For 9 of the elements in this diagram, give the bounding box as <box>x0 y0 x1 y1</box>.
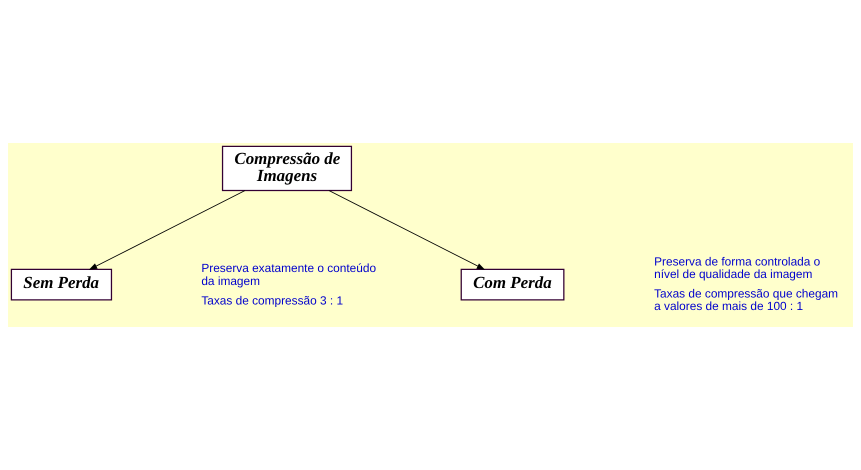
node-label: Preserva de forma controlada o nível de qualidade da imagem <box>654 254 820 281</box>
node-box: Sem Perda <box>10 268 112 300</box>
node-box: Com Perda <box>460 268 564 300</box>
node-label: Preserva exatamente o conteúdo da imagem <box>201 261 376 288</box>
node-box: Compressão de Imagens <box>222 146 352 192</box>
arrow <box>328 190 486 270</box>
node-label: Taxas de compressão que chegam a valores de mais de 100 : 1 <box>654 286 838 314</box>
node-label: Taxas de compressão 3 : 1 <box>201 293 344 308</box>
arrow <box>88 190 246 270</box>
